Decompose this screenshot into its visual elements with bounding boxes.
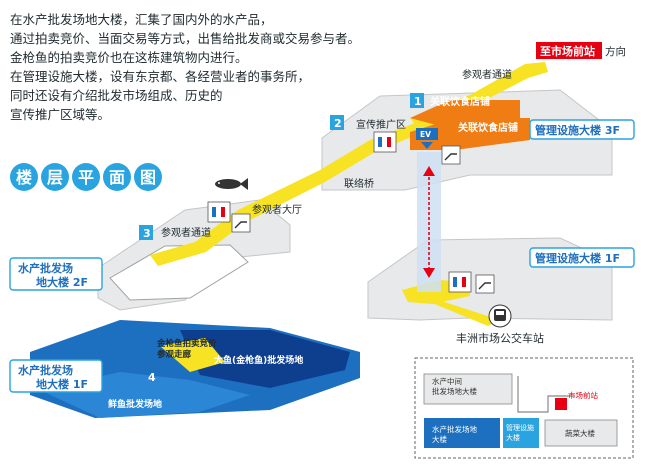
- big-fish-area-shape: [180, 330, 350, 388]
- minimap-station-label: 市场前站: [568, 390, 598, 400]
- visitor-path-1f-down: [420, 298, 500, 326]
- minimap-seafood-line2: 大楼: [432, 434, 447, 444]
- mgmt-1f-label: 管理设施大楼 1F: [535, 251, 620, 265]
- number-badge-3: [139, 225, 153, 240]
- bus-icon: [488, 304, 512, 328]
- ev-label: EV: [420, 130, 431, 139]
- restaurant-block-2: [410, 118, 530, 150]
- svg-text:楼: 楼: [16, 168, 32, 187]
- tuna-fish-icon: [215, 178, 248, 190]
- fresh-fish-area-label: 鲜鱼批发场地: [108, 398, 162, 410]
- restroom-icon-1f: [448, 271, 472, 293]
- elevator-arrow-up-icon: [423, 166, 435, 176]
- intro-paragraph: 在水产批发场地大楼，汇集了国内外的水产品， 通过拍卖竞价、当面交易等方式，出售给…: [10, 10, 430, 124]
- escalator-icon-2f: [231, 213, 251, 233]
- minimap-seafood-line1: 水产批发场地: [432, 424, 477, 434]
- seafood-2f-label-box: [9, 257, 103, 291]
- visitor-passage-top-label: 参观者通道: [462, 68, 512, 81]
- tuna-auction-label-line2: 参观走廊: [157, 349, 192, 360]
- svg-text:图: 图: [140, 168, 156, 187]
- restaurant-label-2: 关联饮食店铺: [458, 121, 518, 134]
- connecting-bridge-label: 联络桥: [344, 177, 374, 190]
- intro-line: 通过拍卖竞价、当面交易等方式，出售给批发商或交易参与者。: [10, 31, 361, 46]
- bus-stop-label: 丰洲市场公交车站: [456, 331, 544, 345]
- svg-text:层: 层: [47, 168, 63, 187]
- minimap-mgmt-line1: 管理设施: [506, 423, 534, 432]
- minimap-seafood-mid-line2: 批发场地大楼: [432, 386, 477, 396]
- restroom-icon-3f: [373, 131, 397, 153]
- number-1: 1: [414, 95, 422, 108]
- floor-plan-heading: [10, 163, 162, 191]
- minimap-mgmt-block: [503, 418, 539, 448]
- seafood-2f-label-line1: 水产批发场: [18, 261, 73, 275]
- seafood-1f-label-line1: 水产批发场: [18, 363, 73, 377]
- station-badge: [536, 42, 602, 59]
- tuna-auction-label-line1: 金枪鱼拍卖竞价: [156, 338, 217, 349]
- intro-line: 金枪鱼的拍卖竞价也在这栋建筑物内进行。: [10, 50, 248, 65]
- intro-line: 在管理设施大楼，设有东京都、各经营业者的事务所，: [10, 69, 311, 84]
- mgmt-3f-label-box: [529, 119, 635, 140]
- big-fish-area-label: 大鱼(金枪鱼)批发场地: [214, 354, 303, 366]
- seafood-2f-inner-room: [109, 244, 249, 301]
- escalator-icon-1f: [475, 274, 495, 294]
- intro-line: 在水产批发场地大楼，汇集了国内外的水产品，: [10, 12, 273, 27]
- visitor-path-main: [150, 112, 440, 266]
- tuna-corridor-block: [160, 338, 225, 372]
- restroom-icon-2f: [207, 201, 231, 223]
- ev-down-icon: [421, 142, 433, 149]
- minimap-road: [517, 376, 574, 413]
- mgmt-3f-label: 管理设施大楼 3F: [535, 123, 620, 137]
- minimap-mgmt-line2: 大楼: [506, 433, 520, 442]
- seafood-1f-label-line2: 地大楼 1F: [36, 377, 88, 391]
- station-label: 至市场前站: [540, 44, 595, 58]
- elevator-arrow-down-icon: [423, 268, 435, 278]
- number-4: 4: [148, 371, 156, 384]
- seafood-1f-label-box: [9, 359, 103, 393]
- station-direction: 方向: [605, 45, 626, 58]
- restaurant-label-1: 关联饮食店铺: [430, 95, 490, 108]
- ev-badge: [416, 128, 438, 140]
- visitor-passage-left-label: 参观者通道: [161, 226, 211, 239]
- visitor-hall-label: 参观者大厅: [252, 203, 302, 216]
- minimap-seafood-mid-line1: 水产中间: [432, 376, 462, 386]
- number-badge-2: [330, 115, 344, 130]
- floor-plan-heading-text: 楼 层 平 面 图: [16, 168, 156, 187]
- intro-line: 同时还设有介绍批发市场组成、历史的: [10, 88, 223, 103]
- minimap-station-marker: [555, 398, 567, 410]
- number-3: 3: [143, 227, 151, 240]
- svg-text:平: 平: [78, 168, 94, 187]
- minimap-seafood-mid-block: [423, 373, 513, 405]
- promo-area-label: 宣传推广区: [356, 118, 406, 131]
- minimap-vegetable-block: [544, 419, 618, 447]
- escalator-icon-3f: [441, 145, 461, 165]
- minimap-vegetable-label: 蔬菜大楼: [565, 428, 595, 438]
- mgmt-1f-label-box: [529, 247, 635, 268]
- number-2: 2: [334, 117, 342, 130]
- svg-text:面: 面: [109, 168, 125, 187]
- number-badge-1: [410, 93, 424, 108]
- intro-line: 宣传推广区域等。: [10, 107, 111, 122]
- minimap-seafood-block: [424, 418, 500, 448]
- seafood-2f-label-line2: 地大楼 2F: [36, 275, 88, 289]
